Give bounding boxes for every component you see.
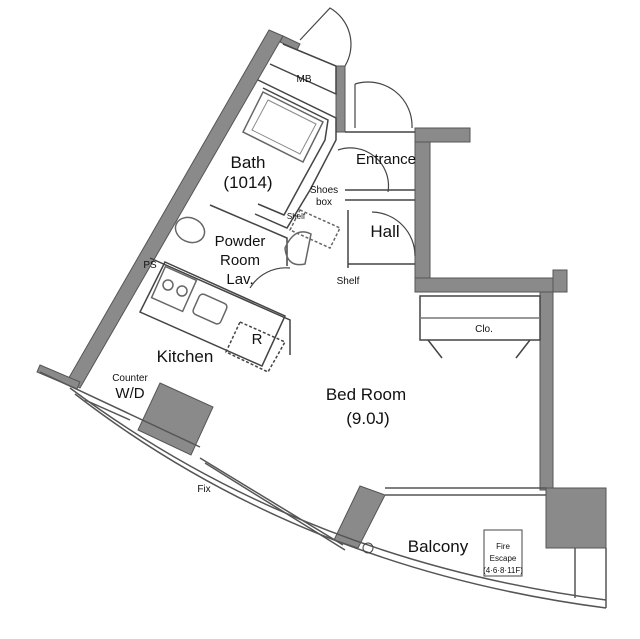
bathtub-icon <box>241 90 325 164</box>
powder-lower <box>149 257 291 355</box>
label-shoes-box: box <box>316 197 332 208</box>
hall-right-wall <box>414 141 431 286</box>
stove-icon <box>150 265 198 313</box>
room-label-hall: Hall <box>370 222 399 241</box>
mb-right-wall <box>335 65 346 133</box>
room-label-bed-room: Bed Room <box>326 385 406 404</box>
label-mb: MB <box>297 74 312 85</box>
hall-door <box>371 211 416 257</box>
doors <box>249 7 416 289</box>
room-label-bed-room-size: (9.0J) <box>346 409 389 428</box>
room-label-kitchen: Kitchen <box>157 347 214 366</box>
kitchen-counter <box>138 261 286 367</box>
label-wd: W/D <box>115 385 144 402</box>
drain-icon <box>362 542 374 554</box>
step-wall <box>414 277 554 293</box>
mb-box <box>269 43 337 96</box>
shelf-box <box>288 209 342 249</box>
room-label-bath-code: (1014) <box>223 173 272 192</box>
room-label-bath: Bath <box>231 153 266 172</box>
label-shelf-lower: Shelf <box>337 276 360 287</box>
column-right <box>545 487 607 549</box>
bedroom-right-wall <box>539 291 554 491</box>
label-fix: Fix <box>197 484 210 495</box>
step-corner <box>552 269 568 293</box>
top-wall <box>279 35 301 51</box>
column-left <box>137 382 214 456</box>
entrance-top-wall <box>414 127 471 143</box>
bathtub-inner <box>251 99 317 155</box>
toilet-icon <box>284 231 312 266</box>
powder-door <box>249 267 291 289</box>
bath-inner <box>257 87 329 216</box>
room-label-entrance: Entrance <box>356 151 416 168</box>
label-refrigerator: R <box>252 331 263 348</box>
bath-door <box>337 147 390 193</box>
entrance-door <box>354 81 413 129</box>
sink-icon <box>192 293 228 325</box>
room-label-lav: Lav. <box>226 271 253 288</box>
label-fire: Fire <box>496 542 510 551</box>
walls <box>36 29 607 549</box>
mb-door <box>299 7 352 67</box>
balcony-railing <box>69 387 607 601</box>
balcony-partition <box>333 485 386 549</box>
bath-wall <box>254 79 337 229</box>
label-ps: PS <box>143 260 157 271</box>
room-label-powder-room: Room <box>220 252 260 269</box>
label-counter: Counter <box>112 373 148 384</box>
label-escape: Escape <box>490 554 517 563</box>
interior-lines <box>39 43 607 609</box>
label-closet: Clo. <box>475 324 493 335</box>
room-label-balcony: Balcony <box>408 537 469 556</box>
lav-basin-icon <box>174 216 206 244</box>
refrigerator-box <box>225 321 287 373</box>
room-label-powder: Powder <box>215 233 266 250</box>
label-shoes: Shoes <box>310 185 338 196</box>
left-wall <box>66 29 284 389</box>
label-shelf-upper: Shelf <box>287 212 306 221</box>
fire-escape-hatch <box>483 529 523 577</box>
label-floors: (4·6·8·11F) <box>483 566 523 575</box>
